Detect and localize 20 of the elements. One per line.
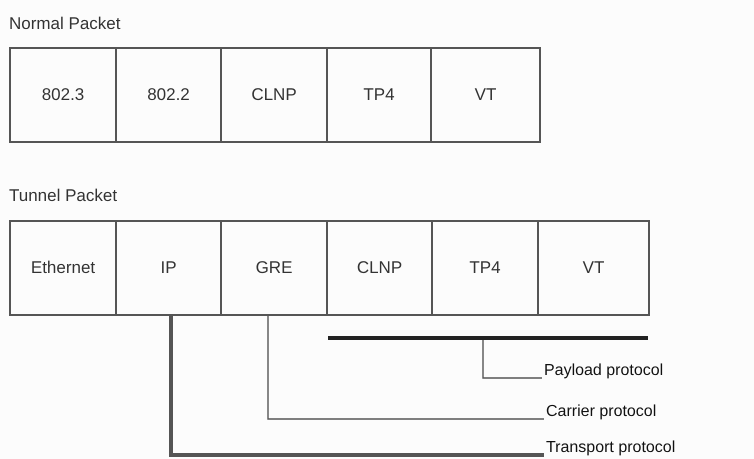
header-field: 802.2 [115,47,222,143]
header-field: VT [430,47,541,143]
header-field: GRE [220,220,328,316]
header-field: 802.3 [9,47,117,143]
packet-heading: Tunnel Packet [9,186,118,206]
header-field: CLNP [220,47,328,143]
protocol-label: Transport protocol [546,439,676,457]
header-field: Ethernet [9,220,117,316]
protocol-label: Payload protocol [544,362,664,380]
header-field: TP4 [326,47,432,143]
header-field: CLNP [326,220,433,316]
header-field: VT [537,220,650,316]
leader-line [482,340,542,379]
protocol-label: Carrier protocol [546,403,656,421]
header-field: IP [115,220,222,316]
packet-heading: Normal Packet [9,14,120,34]
header-field: TP4 [431,220,539,316]
leader-line [267,316,544,420]
leader-line [169,316,544,457]
bracket-bar [328,336,648,340]
